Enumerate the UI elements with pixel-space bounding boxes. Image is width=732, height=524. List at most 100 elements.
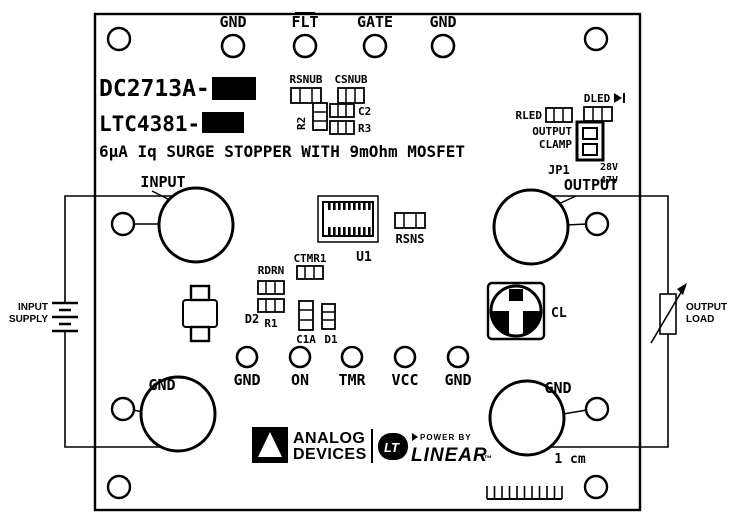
turret-label-gnd-1: GND [219, 13, 246, 31]
cl-label: CL [551, 306, 567, 321]
lt-logo-mark [378, 433, 408, 460]
r3-chip [329, 120, 355, 135]
output-load-label-line1: OUTPUT [686, 302, 727, 313]
cl-capacitor: CL [486, 281, 567, 341]
board-chip-text: LTC4381- [99, 112, 200, 136]
output-label: OUTPUT [564, 176, 618, 194]
ctmr1-label: CTMR1 [293, 252, 326, 265]
model-variant-box [212, 77, 256, 100]
turret-tmr [340, 345, 364, 369]
input-supply-label-line2: SUPPLY [9, 314, 48, 325]
dled-chip [583, 106, 613, 122]
mounting-holes [106, 26, 610, 500]
output-load-wiring: OUTPUT LOAD [506, 195, 727, 448]
load-arrow-icon [677, 283, 687, 295]
d1-label: D1 [324, 333, 338, 346]
cl-can-outline [489, 284, 543, 338]
r2-label: R2 [295, 117, 308, 130]
d1-chip [321, 303, 336, 330]
linear-tm: ™ [484, 454, 492, 463]
turret-label-gnd-2: GND [429, 13, 456, 31]
turret-label-on: ON [291, 371, 309, 389]
turret-gnd-1 [220, 33, 246, 59]
turret-gnd-2 [430, 33, 456, 59]
board-titles: DC2713A- LTC4381- 6µA Iq SURGE STOPPER W… [99, 76, 465, 161]
hole-gnd-left [110, 396, 136, 422]
timer-cluster: CTMR1 RDRN R1 C1A D1 [257, 252, 338, 346]
u1-ic: U1 [317, 195, 379, 265]
adi-logo-line2: DEVICES [293, 446, 367, 463]
turret-on [288, 345, 312, 369]
turret-label-gate: GATE [357, 13, 393, 31]
top-turrets: GND FLT GATE GND [219, 12, 457, 59]
output-clamp-label-line1: OUTPUT [532, 125, 572, 138]
turret-label-flt: FLT [291, 13, 318, 31]
turret-gnd-3 [235, 345, 259, 369]
jp1-option-47v: 47V [600, 175, 618, 186]
d2-component: D2 [182, 284, 259, 343]
rled-chip [545, 107, 573, 123]
ruler-ticks [486, 486, 563, 499]
d2-label: D2 [245, 312, 259, 326]
scale-ruler: 1 cm [486, 452, 586, 500]
battery-icon [52, 301, 78, 333]
adi-logo: ANALOG DEVICES [252, 427, 373, 463]
snubber-cluster: RSNUB CSNUB R2 C2 R3 [289, 73, 371, 135]
output-clamp-label-line2: CLAMP [539, 138, 572, 151]
output-load-label-line2: LOAD [686, 314, 714, 325]
linear-logo: LT POWER BY LINEAR ™ [378, 433, 492, 466]
u1-label: U1 [356, 250, 372, 265]
dled-diode-icon [614, 93, 622, 103]
r1-label: R1 [264, 317, 278, 330]
turret-gate [362, 33, 388, 59]
c2-label: C2 [358, 105, 371, 118]
rled-label: RLED [516, 109, 543, 122]
power-by-arrow-icon [412, 433, 418, 441]
adi-triangle-icon [258, 432, 282, 457]
rdrn-label: RDRN [258, 264, 285, 277]
csnub-chip [337, 87, 365, 104]
c1a-chip [298, 300, 314, 331]
hole-top-left [106, 26, 132, 52]
ctmr1-chip [296, 265, 324, 280]
r3-label: R3 [358, 122, 371, 135]
c1a-label: C1A [296, 333, 316, 346]
board-description-text: 6µA Iq SURGE STOPPER WITH 9mOhm MOSFET [99, 142, 465, 161]
turret-label-gnd-4: GND [444, 371, 471, 389]
board-outline [93, 12, 642, 512]
turret-label-gnd-3: GND [233, 371, 260, 389]
rsns-chip [394, 212, 426, 229]
gnd-left-turret [139, 375, 217, 453]
hole-output [584, 211, 610, 237]
input-turret [157, 186, 235, 264]
rsnub-label: RSNUB [289, 73, 322, 86]
power-by-text: POWER BY [420, 433, 472, 442]
jp1-jumper [575, 120, 605, 162]
r1-chip [257, 298, 285, 313]
turret-vcc [393, 345, 417, 369]
gnd-pad-left: GND [139, 375, 217, 453]
hole-gnd-right [584, 396, 610, 422]
hole-bottom-left [106, 474, 132, 500]
hole-bottom-right [583, 474, 609, 500]
rsns-group: RSNS [394, 212, 426, 246]
led-clamp-cluster: RLED DLED OUTPUT CLAMP JP1 28V 47V [516, 92, 625, 186]
turret-label-vcc: VCC [391, 371, 418, 389]
output-pad: OUTPUT [492, 176, 618, 266]
csnub-label: CSNUB [334, 73, 367, 86]
bottom-turrets: GND ON TMR VCC GND [233, 345, 472, 389]
lt-logo-text: LT [384, 440, 400, 455]
scale-label: 1 cm [554, 452, 585, 467]
turret-gnd-4 [446, 345, 470, 369]
jp1-label: JP1 [548, 163, 570, 177]
r2-chip [312, 102, 328, 131]
board-model-text: DC2713A- [99, 76, 210, 102]
input-supply-label-line1: INPUT [18, 302, 48, 313]
gnd-right-turret [488, 379, 566, 457]
rsnub-chip [290, 87, 322, 104]
c2-chip [329, 103, 355, 118]
hole-top-right [583, 26, 609, 52]
chip-variant-box [202, 112, 244, 133]
